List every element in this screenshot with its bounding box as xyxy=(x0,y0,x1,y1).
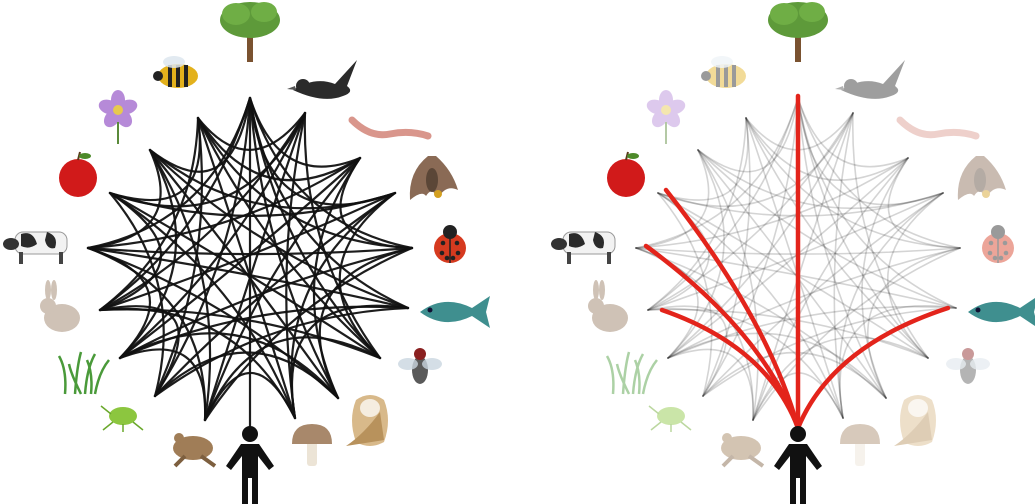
all-connections-panel xyxy=(3,2,490,504)
mushroom-icon xyxy=(292,424,332,466)
link-owl-cow xyxy=(636,248,886,398)
flower-icon xyxy=(645,90,687,144)
owl-icon xyxy=(894,395,936,446)
bat-icon xyxy=(410,156,458,200)
cow-icon xyxy=(551,232,615,264)
fly-icon xyxy=(946,348,990,384)
tree-icon xyxy=(220,2,280,62)
human-icon xyxy=(774,426,822,504)
frog-icon xyxy=(721,433,763,466)
fly-icon xyxy=(398,348,442,384)
grass-icon xyxy=(59,352,109,394)
crow-icon xyxy=(287,60,357,99)
earthworm-icon xyxy=(352,120,428,136)
link-crow-grass xyxy=(120,113,305,358)
crow-icon xyxy=(835,60,905,99)
link-tree-rabbit xyxy=(648,98,798,310)
apple-icon xyxy=(59,152,97,197)
earthworm-icon xyxy=(900,120,976,136)
ladybug-icon xyxy=(434,225,466,263)
flower-icon xyxy=(97,90,139,144)
link-tree-fish xyxy=(798,98,956,308)
fish-icon xyxy=(420,296,490,328)
links-group xyxy=(636,96,960,428)
links-group xyxy=(88,98,412,428)
bat-icon xyxy=(958,156,1006,200)
grass-icon xyxy=(607,352,657,394)
owl-icon xyxy=(346,395,388,446)
fish-icon xyxy=(968,296,1035,328)
aphid-icon xyxy=(649,406,691,432)
rabbit-icon xyxy=(40,280,80,332)
apple-icon xyxy=(607,152,645,197)
frog-icon xyxy=(173,433,215,466)
link-crow-apple xyxy=(658,113,853,206)
cow-icon xyxy=(3,232,67,264)
tree-icon xyxy=(768,2,828,62)
rabbit-icon xyxy=(588,280,628,332)
human-connections-panel xyxy=(551,2,1035,504)
bee-icon xyxy=(701,56,746,88)
bee-icon xyxy=(153,56,198,88)
icons-group xyxy=(551,2,1035,504)
mushroom-icon xyxy=(840,424,880,466)
human-icon xyxy=(226,426,274,504)
aphid-icon xyxy=(101,406,143,432)
ladybug-icon xyxy=(982,225,1014,263)
link-crow-apple xyxy=(110,113,305,206)
